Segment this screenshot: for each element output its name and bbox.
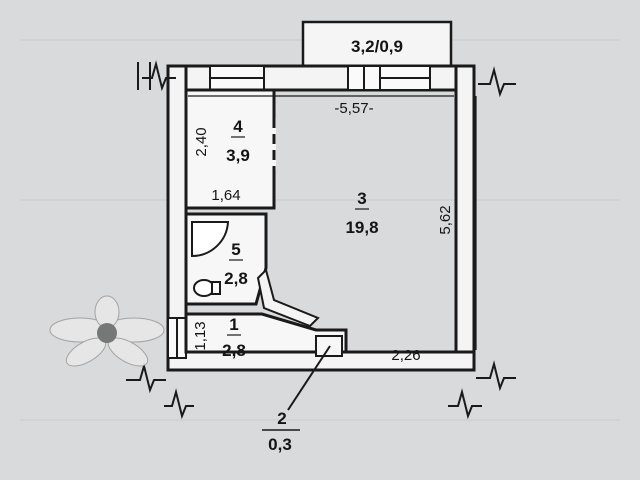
window-top-left bbox=[209, 65, 265, 91]
room-1-number: 1 bbox=[229, 315, 238, 334]
watermark-flower-icon bbox=[49, 295, 165, 367]
dimension-right-height: 5,62 bbox=[437, 205, 454, 234]
dimension-room4-width: 1,64 bbox=[211, 187, 240, 204]
balcony-door bbox=[347, 65, 381, 91]
dimension-room1-height: 1,13 bbox=[192, 321, 209, 350]
room-5-area: 2,8 bbox=[224, 269, 248, 288]
room-4-outline bbox=[184, 88, 276, 210]
room-4-number: 4 bbox=[233, 117, 243, 136]
dimension-room4-height: 2,40 bbox=[193, 127, 210, 156]
room-4-area: 3,9 bbox=[226, 146, 250, 165]
room-3-area: 19,8 bbox=[345, 218, 378, 237]
room-1-area: 2,8 bbox=[222, 341, 246, 360]
angled-partition bbox=[256, 268, 320, 328]
room-1-outline bbox=[184, 312, 348, 354]
balcony-label: 3,2/0,9 bbox=[351, 37, 403, 56]
wall-break-marks bbox=[126, 60, 516, 420]
window-left bbox=[167, 317, 187, 359]
dimension-bottom-width: 2,26 bbox=[391, 347, 420, 364]
window-top-right bbox=[377, 65, 431, 91]
dimension-top-width: -5,57- bbox=[334, 100, 373, 117]
toilet-icon bbox=[193, 279, 221, 297]
room-5-number: 5 bbox=[231, 240, 240, 259]
room-3-number: 3 bbox=[357, 189, 366, 208]
bathtub-icon bbox=[191, 221, 230, 258]
dimension-lines bbox=[188, 95, 477, 350]
room-2-area: 0,3 bbox=[268, 435, 292, 454]
room-2-number: 2 bbox=[277, 409, 286, 428]
balcony-outline bbox=[301, 20, 453, 70]
room-2-leader-line bbox=[287, 345, 331, 411]
